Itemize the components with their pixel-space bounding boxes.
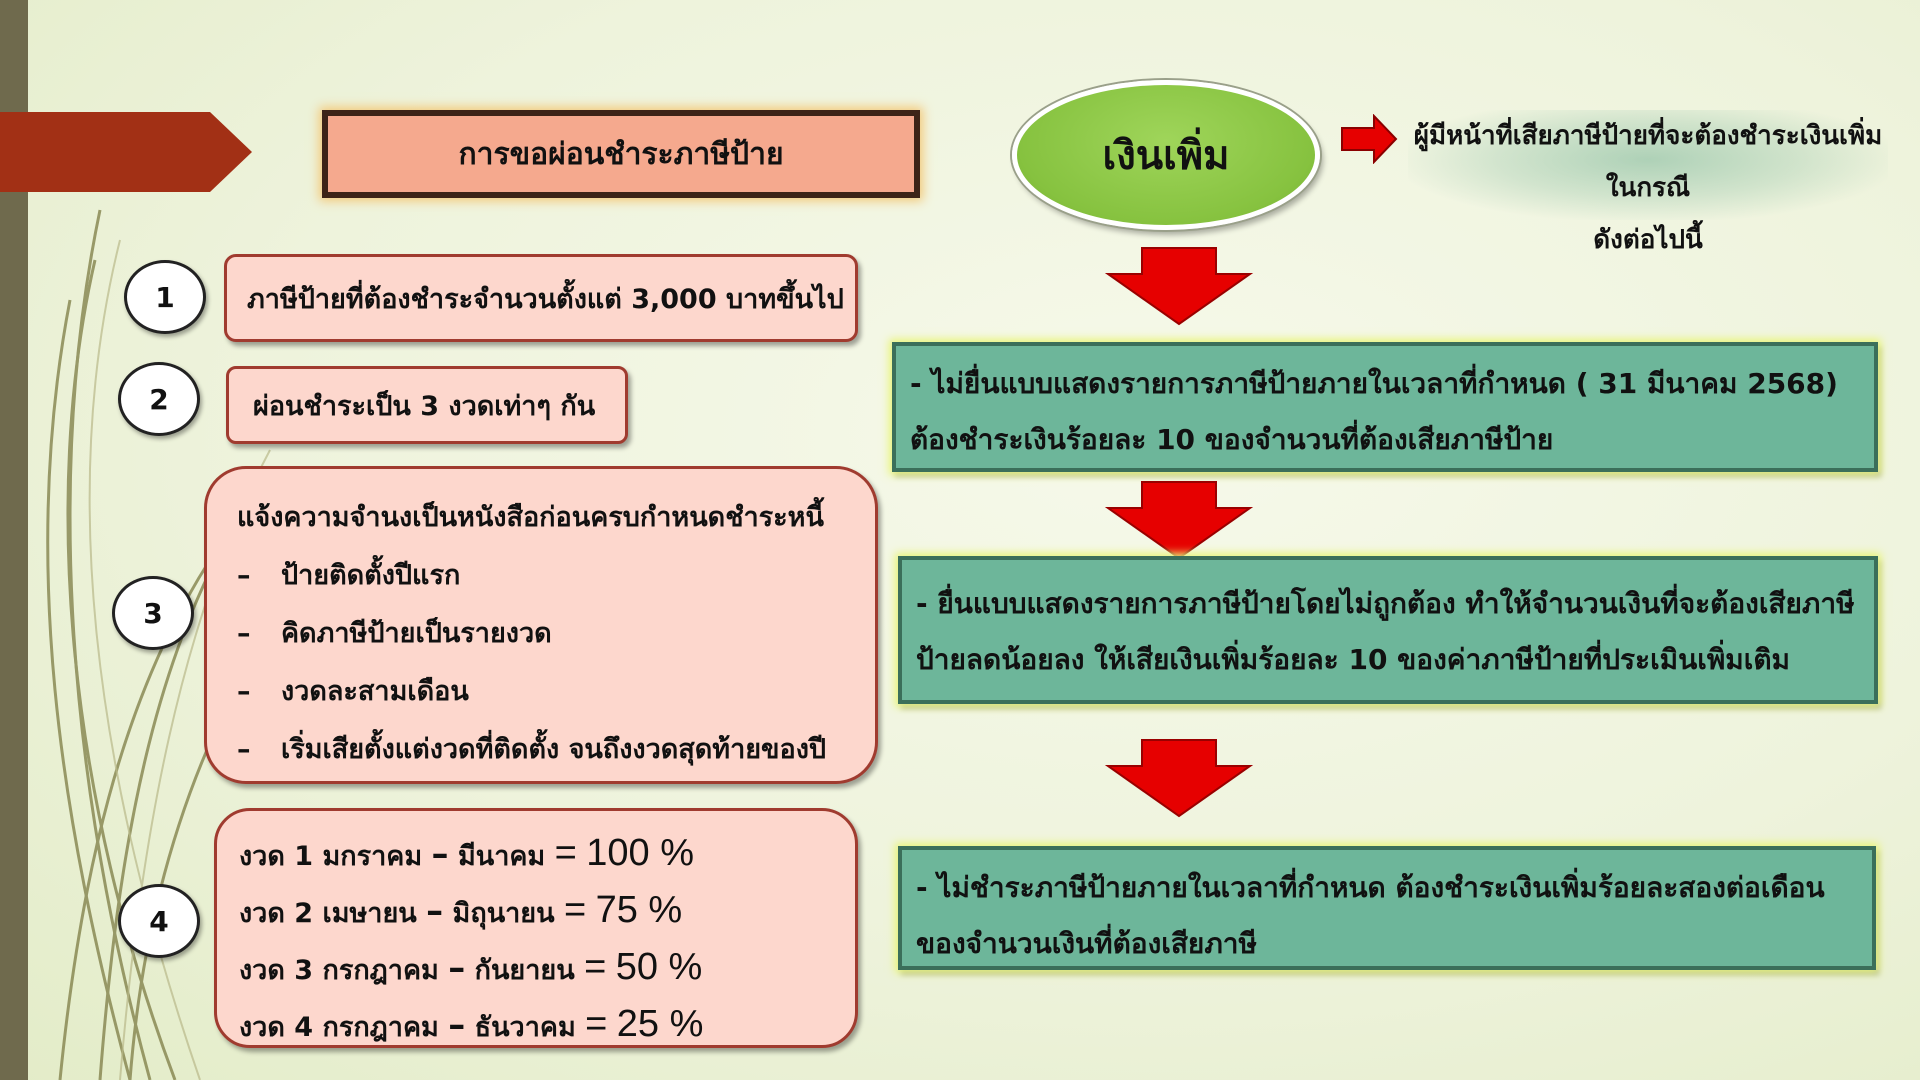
surcharge-case-1: - ไม่ยื่นแบบแสดงรายการภาษีป้ายภายในเวลาท… bbox=[892, 342, 1878, 472]
list-item: –คิดภาษีป้ายเป็นรายงวด bbox=[237, 618, 552, 649]
step-number-3: 3 bbox=[112, 576, 194, 650]
surcharge-note-line-2: ดังต่อไปนี้ bbox=[1593, 225, 1703, 255]
surcharge-title-ellipse: เงินเพิ่ม bbox=[1012, 80, 1320, 230]
arrow-down-icon bbox=[1104, 247, 1254, 326]
list-item: –งวดละสามเดือน bbox=[237, 676, 469, 707]
step-1-box: ภาษีป้ายที่ต้องชำระจำนวนตั้งแต่ 3,000 บา… bbox=[224, 254, 858, 342]
list-item: –ป้ายติดตั้งปีแรก bbox=[237, 560, 461, 591]
step-number-4: 4 bbox=[118, 884, 200, 958]
case-2-line-1: - ยื่นแบบแสดงรายการภาษีป้ายโดยไม่ถูกต้อง… bbox=[916, 587, 1855, 620]
surcharge-case-3: - ไม่ชำระภาษีป้ายภายในเวลาที่กำหนด ต้องช… bbox=[898, 846, 1876, 970]
case-1-line-1: - ไม่ยื่นแบบแสดงรายการภาษีป้ายภายในเวลาท… bbox=[910, 367, 1838, 400]
installment-row: งวด 2 เมษายน – มิถุนายน = 75 % bbox=[239, 889, 683, 931]
surcharge-note-line-1: ผู้มีหน้าที่เสียภาษีป้ายที่จะต้องชำระเงิ… bbox=[1413, 121, 1883, 203]
step-3-heading: แจ้งความจำนงเป็นหนังสือก่อนครบกำหนดชำระห… bbox=[237, 502, 824, 533]
surcharge-case-2: - ยื่นแบบแสดงรายการภาษีป้ายโดยไม่ถูกต้อง… bbox=[898, 556, 1878, 704]
step-1-text: ภาษีป้ายที่ต้องชำระจำนวนตั้งแต่ 3,000 บา… bbox=[247, 283, 844, 315]
page-title: การขอผ่อนชำระภาษีป้าย bbox=[322, 110, 920, 198]
step-2-text: ผ่อนชำระเป็น 3 งวดเท่าๆ กัน bbox=[253, 390, 596, 422]
case-3-line-2: ของจำนวนเงินที่ต้องเสียภาษี bbox=[916, 927, 1257, 960]
red-tab-decoration bbox=[0, 112, 252, 192]
installment-row: งวด 1 มกราคม – มีนาคม = 100 % bbox=[239, 832, 694, 874]
arrow-down-icon bbox=[1104, 481, 1254, 560]
surcharge-title: เงินเพิ่ม bbox=[1102, 133, 1230, 179]
arrow-down-icon bbox=[1104, 739, 1254, 818]
arrow-right-icon bbox=[1341, 114, 1398, 164]
step-number-1: 1 bbox=[124, 260, 206, 334]
installment-row: งวด 4 กรกฎาคม – ธันวาคม = 25 % bbox=[239, 1003, 704, 1045]
surcharge-note: ผู้มีหน้าที่เสียภาษีป้ายที่จะต้องชำระเงิ… bbox=[1408, 110, 1888, 255]
step-3-box: แจ้งความจำนงเป็นหนังสือก่อนครบกำหนดชำระห… bbox=[204, 466, 878, 784]
list-item: –เริ่มเสียตั้งแต่งวดที่ติดตั้ง จนถึงงวดส… bbox=[237, 734, 827, 765]
step-number-2: 2 bbox=[118, 362, 200, 436]
installment-row: งวด 3 กรกฎาคม – กันยายน = 50 % bbox=[239, 946, 703, 988]
case-3-line-1: - ไม่ชำระภาษีป้ายภายในเวลาที่กำหนด ต้องช… bbox=[916, 871, 1825, 904]
case-1-line-2: ต้องชำระเงินร้อยละ 10 ของจำนวนที่ต้องเสี… bbox=[910, 423, 1554, 456]
case-2-line-2: ป้ายลดน้อยลง ให้เสียเงินเพิ่มร้อยละ 10 ข… bbox=[916, 643, 1790, 676]
step-2-box: ผ่อนชำระเป็น 3 งวดเท่าๆ กัน bbox=[226, 366, 628, 444]
step-4-box: งวด 1 มกราคม – มีนาคม = 100 % งวด 2 เมษา… bbox=[214, 808, 858, 1048]
